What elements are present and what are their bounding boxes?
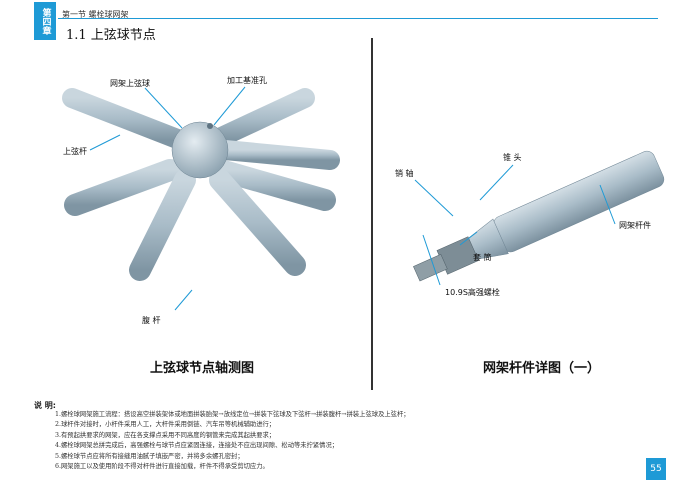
note-item: 3.有预起拱要求的网架，应在各支撑点采用不同高度的钢管来完成其起拱要求； — [55, 431, 276, 439]
caption-left: 上弦球节点轴测图 — [150, 361, 255, 376]
caption-right: 网架杆件详图（一） — [483, 361, 601, 376]
leader-lines-right — [414, 164, 616, 286]
note-item: 2.球杆件对接时，小杆件采用人工，大杆件采用倒链、汽车吊等机械辅助进行； — [55, 421, 276, 429]
bolt — [413, 253, 448, 282]
note-item: 1.螺栓球网架施工流程：搭设高空拼装架体或地面拼装胎架→放线定位→拼装下弦球及下… — [55, 411, 410, 418]
label-pin: 销 轴 — [395, 168, 414, 178]
leader-lines — [89, 86, 246, 311]
rod-lower-left — [64, 159, 181, 216]
section-label: 第一节 螺栓球网架 — [62, 10, 129, 19]
notes-title: 说 明: — [34, 401, 56, 410]
rod-upper-right — [205, 88, 315, 150]
top-chord-ball — [171, 121, 229, 179]
web-rod-right — [209, 169, 306, 276]
subsection-title: 1.1 上弦球节点 — [66, 28, 156, 43]
label-top-chord-rod: 上弦杆 — [63, 146, 87, 156]
label-cone: 锥 头 — [503, 152, 522, 162]
notes-list: 1.螺栓球网架施工流程：搭设高空拼装架体或地面拼装胎架→放线定位→拼装下弦球及下… — [55, 410, 410, 472]
reference-hole — [207, 123, 213, 129]
web-rod-left — [129, 169, 196, 281]
rod-detail-drawing: 销 轴 锥 头 网架杆件 套 筒 10.9S高强螺栓 — [395, 150, 665, 297]
label-rod: 网架杆件 — [619, 220, 651, 230]
rod-right — [215, 140, 340, 170]
divider — [371, 38, 373, 390]
rod-upper-left — [62, 88, 190, 150]
page-number: 55 — [646, 458, 666, 480]
header-rule — [58, 18, 658, 19]
note-item: 5.螺栓球节点应将所有接缝用油腻子填嵌严密，并将多余螺孔密封； — [55, 452, 244, 460]
chapter-tab: 第四章 — [34, 2, 56, 40]
label-web-rod: 腹 杆 — [142, 315, 161, 325]
label-sleeve: 套 筒 — [473, 252, 492, 262]
label-top-chord-ball: 网架上弦球 — [110, 78, 150, 88]
note-item: 4.螺栓球网架总拼完成后，高强螺栓与球节点应紧固连接，连接处不应出现间隙、松动等… — [55, 442, 339, 450]
label-reference-hole: 加工基准孔 — [227, 75, 267, 85]
rod-lower-right — [209, 159, 336, 211]
note-item: 6.网架施工以及使用阶段不得对杆件进行直接加载，杆件不得承受剪切应力。 — [55, 463, 269, 471]
label-bolt: 10.9S高强螺栓 — [445, 287, 500, 297]
ball-joint-drawing: 网架上弦球 加工基准孔 上弦杆 腹 杆 — [60, 75, 340, 337]
rod-body — [493, 150, 665, 253]
